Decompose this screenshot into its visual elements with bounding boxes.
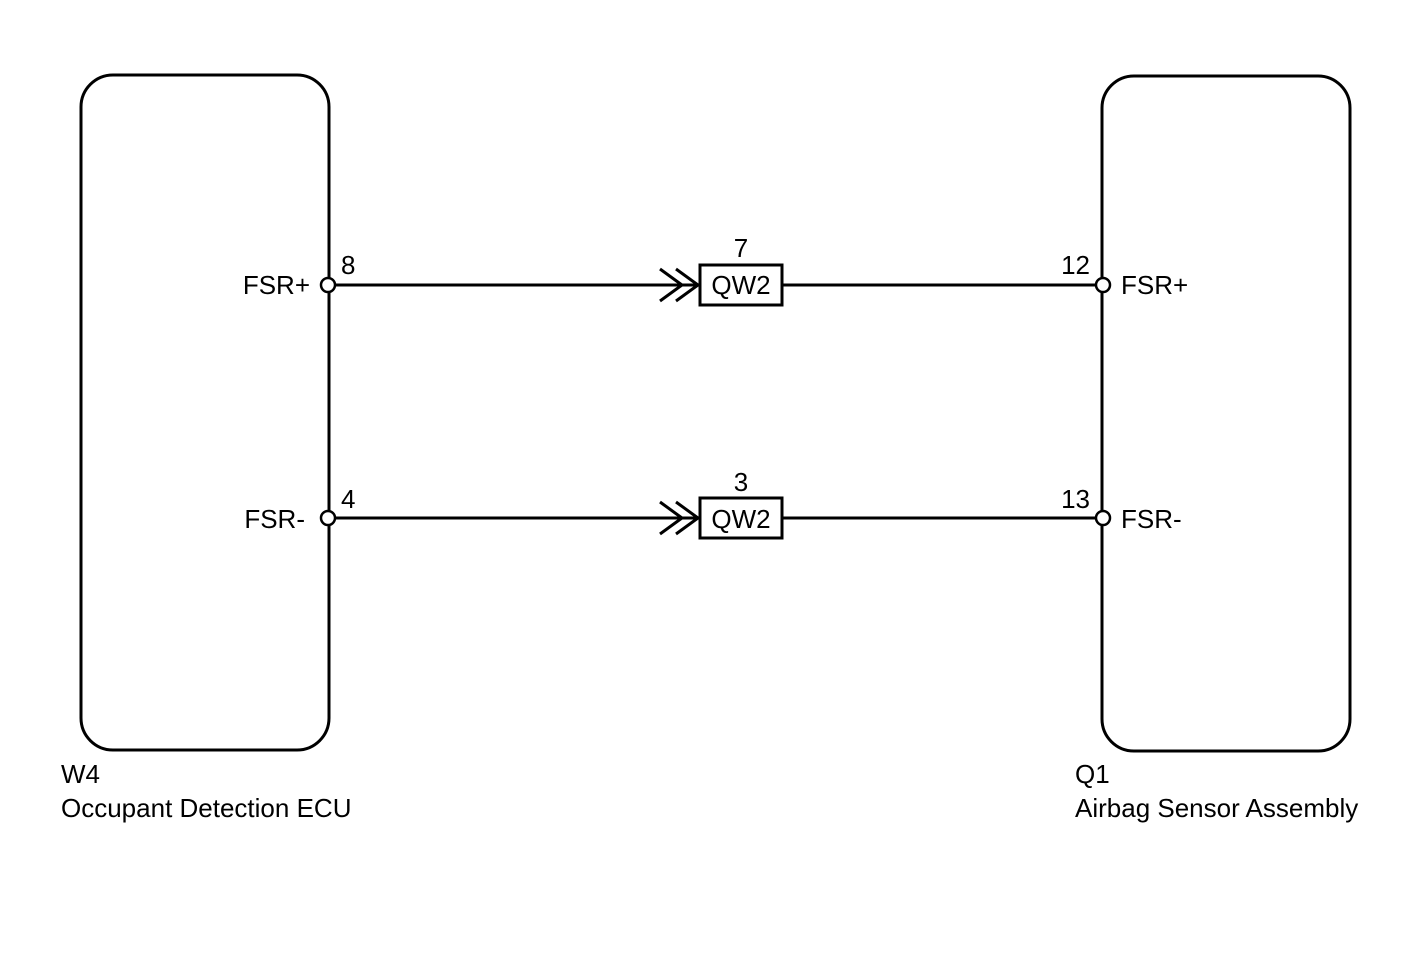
left-component-name: Occupant Detection ECU <box>61 793 351 823</box>
right-pin-terminal-fsr-plus <box>1094 276 1112 294</box>
right-pin-number: 13 <box>1061 484 1090 514</box>
connector-arrow-icon <box>675 267 701 303</box>
left-pin-terminal-fsr-minus <box>319 509 337 527</box>
right-pin-signal-label: FSR- <box>1121 504 1182 534</box>
left-pin-signal-label: FSR- <box>244 504 305 534</box>
left-pin-terminal-fsr-plus <box>319 276 337 294</box>
left-pin-number: 8 <box>341 250 355 280</box>
connector-arrow-icon <box>659 500 685 536</box>
connector-label: QW2 <box>711 270 770 300</box>
right-component-code: Q1 <box>1075 759 1110 789</box>
left-pin-signal-label: FSR+ <box>243 270 310 300</box>
right-pin-terminal-fsr-minus <box>1094 509 1112 527</box>
right-component-name: Airbag Sensor Assembly <box>1075 793 1358 823</box>
connector-pin-number: 7 <box>734 233 748 263</box>
left-pin-number: 4 <box>341 484 355 514</box>
connector-arrow-icon <box>675 500 701 536</box>
left-component-code: W4 <box>61 759 100 789</box>
right-pin-number: 12 <box>1061 250 1090 280</box>
connector-pin-number: 3 <box>734 467 748 497</box>
wire-fsr-plus <box>328 263 1103 307</box>
connector-arrow-icon <box>659 267 685 303</box>
right-component-body <box>1100 74 1352 753</box>
left-component-body <box>79 73 331 752</box>
right-pin-signal-label: FSR+ <box>1121 270 1188 300</box>
connector-label: QW2 <box>711 504 770 534</box>
wire-fsr-minus <box>328 496 1103 540</box>
